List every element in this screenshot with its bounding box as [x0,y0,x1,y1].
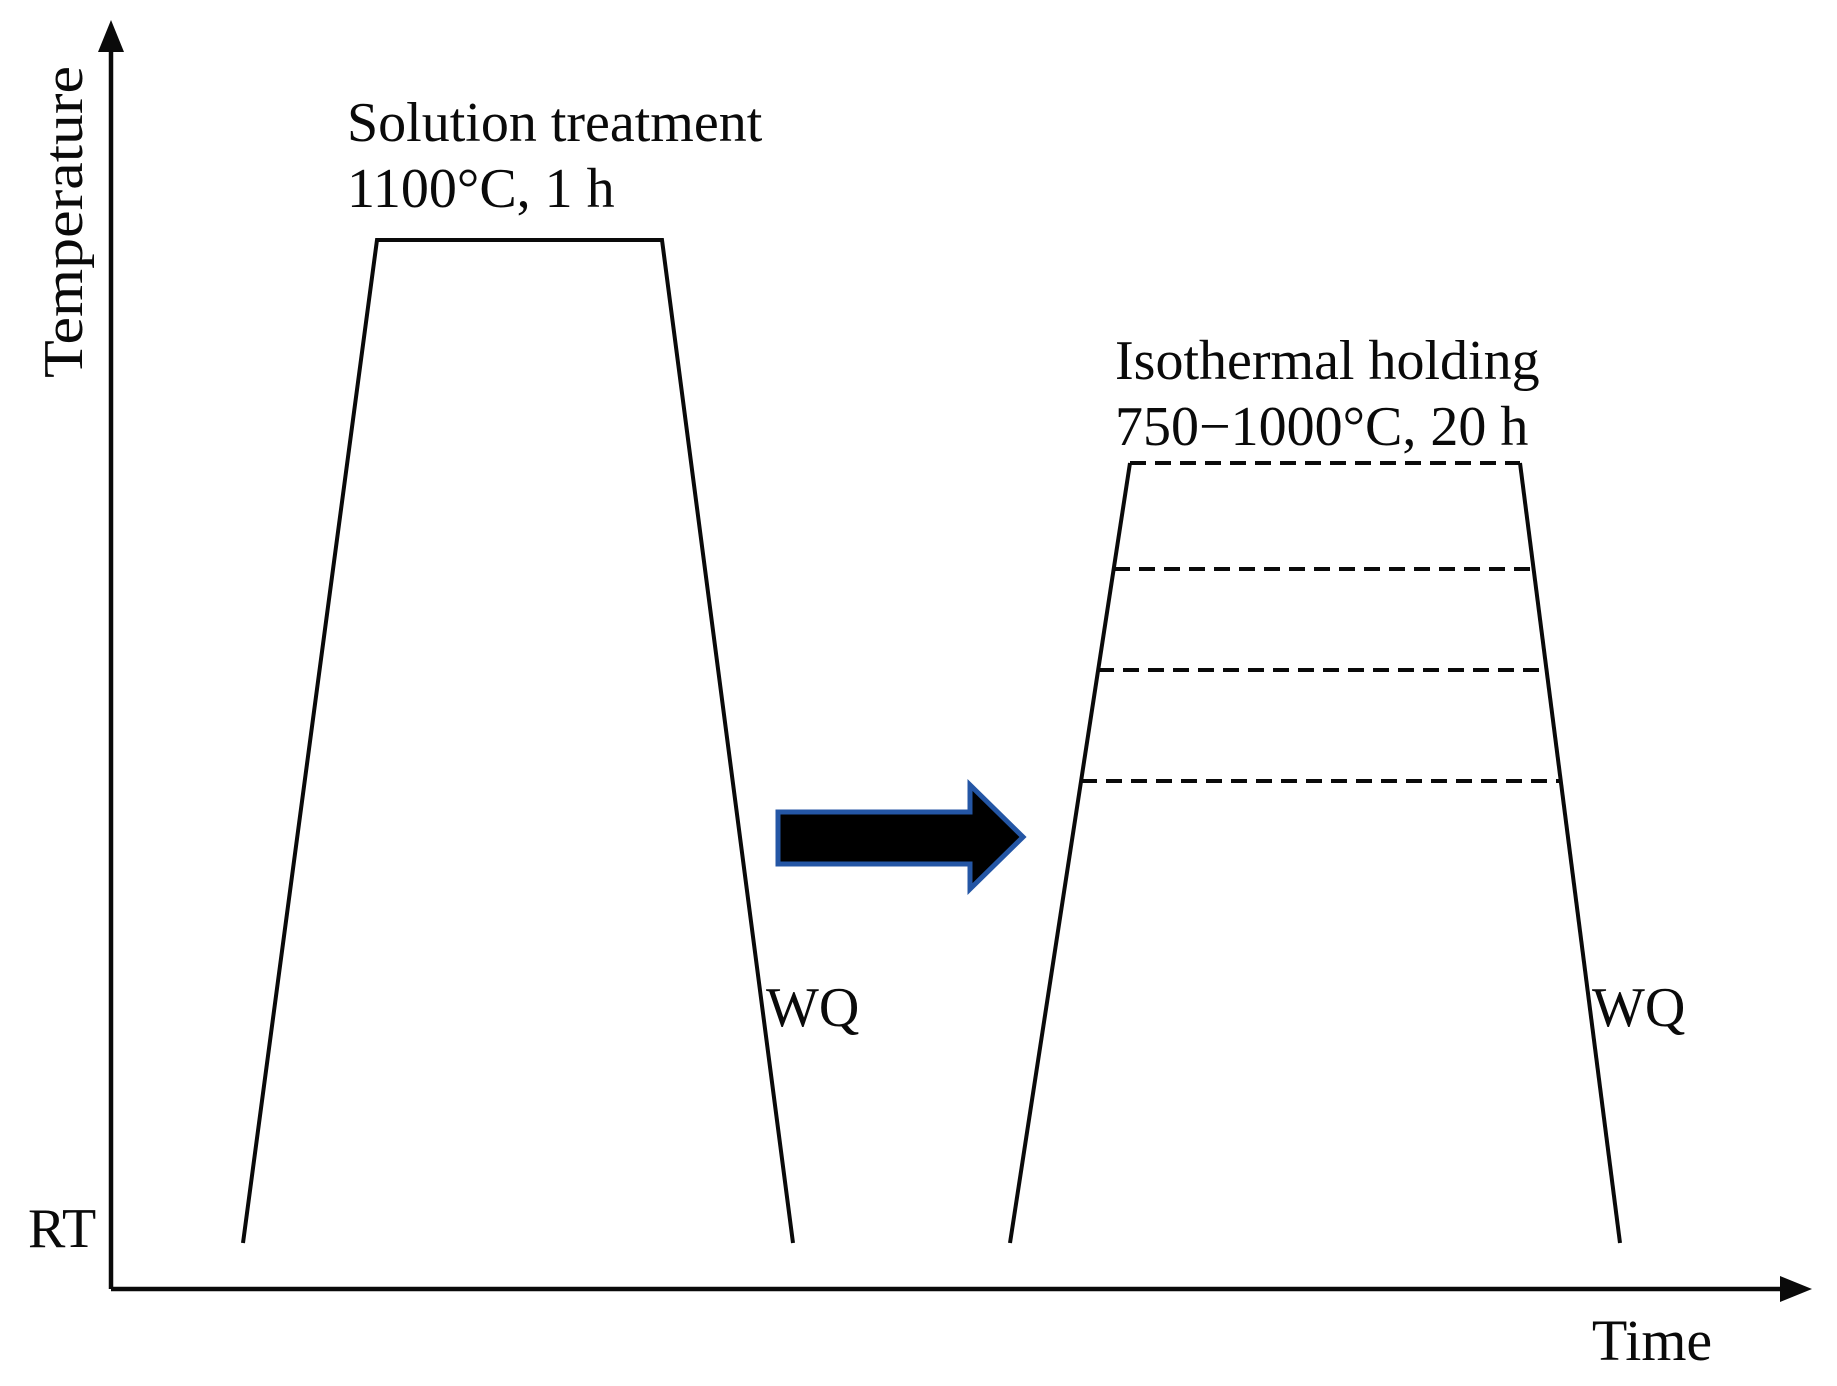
temperature-axis: Temperature RT [28,20,124,1289]
time-axis: Time [111,1276,1812,1373]
x-axis-label: Time [1592,1308,1712,1373]
isothermal-conditions: 750−1000°C, 20 h [1115,396,1528,458]
x-axis-arrowhead-icon [1780,1276,1812,1302]
solution-conditions: 1100°C, 1 h [347,158,615,220]
isothermal-wq-label: WQ [1592,977,1685,1039]
isothermal-holding-step: Isothermal holding 750−1000°C, 20 h WQ [1008,330,1685,1244]
solution-treatment-step: Solution treatment 1100°C, 1 h WQ [241,92,859,1244]
isothermal-title: Isothermal holding [1115,330,1540,392]
solution-title: Solution treatment [347,92,763,154]
isothermal-quench-line [1518,462,1622,1244]
solution-wq-label: WQ [766,977,859,1039]
y-axis-label: Temperature [33,66,95,378]
solution-temperature-profile [241,238,795,1244]
rt-label: RT [28,1198,96,1260]
transition-arrow-border [775,779,1027,895]
isothermal-heating-line [1008,462,1132,1244]
y-axis-arrowhead-icon [98,20,124,52]
